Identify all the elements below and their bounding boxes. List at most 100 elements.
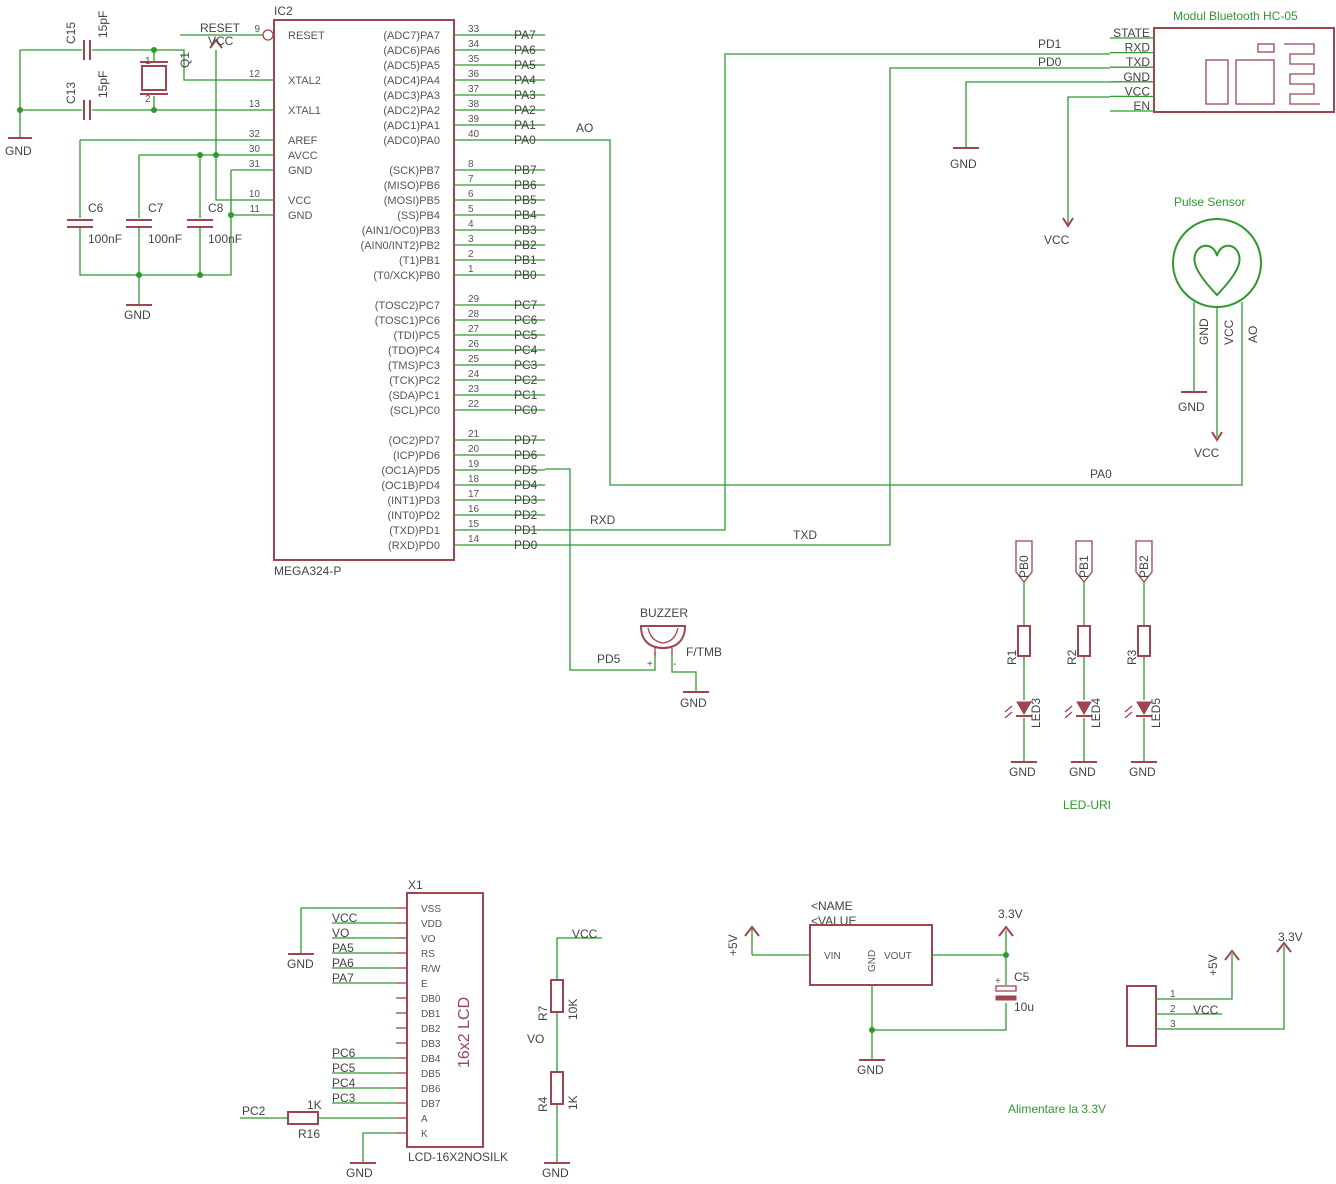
mcu-body xyxy=(273,19,455,561)
lcd-body xyxy=(406,892,484,1148)
c8-symbol xyxy=(187,219,213,228)
mcu-right-pin-num: 35 xyxy=(468,54,480,65)
lcd-pin-label: VSS xyxy=(421,904,441,915)
mcu-net-label: PB2 xyxy=(514,238,537,252)
mcu-right-pin-num: 33 xyxy=(468,24,480,35)
mcu-right-pin-name: (ICP)PD6 xyxy=(393,450,440,462)
bt-pin-label: TXD xyxy=(1126,55,1150,69)
pulse-sensor: Pulse Sensor GND VCC AO GND VCC xyxy=(1172,195,1262,460)
mcu-right-pin-name: (ADC1)PA1 xyxy=(383,120,440,132)
header-net-vcc: VCC xyxy=(1193,1003,1219,1017)
c8-value: 100nF xyxy=(208,232,242,246)
p5v-label: +5V xyxy=(1206,954,1220,976)
pd5-route xyxy=(545,468,656,671)
mcu-net-label: PA7 xyxy=(514,28,536,42)
lcd-body-label: 16x2 LCD xyxy=(456,997,473,1068)
lcd-pin-label: DB1 xyxy=(421,1009,441,1020)
port-flag xyxy=(1135,540,1153,584)
lcd-pin-label: DB7 xyxy=(421,1099,441,1110)
lcd-k-wire xyxy=(362,1132,396,1163)
aref-wire xyxy=(79,139,263,276)
led-port-label: PB0 xyxy=(1017,555,1031,578)
mcu-net-label: PA5 xyxy=(514,58,536,72)
mcu-left-pin-num: 9 xyxy=(254,24,260,35)
v33-label: 3.3V xyxy=(1278,930,1303,944)
c6-ref: C6 xyxy=(88,201,104,215)
r4-value: 1K xyxy=(566,1095,580,1110)
gnd-label: GND xyxy=(680,696,707,710)
c15-value: 15pF xyxy=(96,11,110,38)
lcd-pin-label: DB5 xyxy=(421,1069,441,1080)
mcu-left-pin-name: AVCC xyxy=(288,150,318,162)
header-pin-1: 1 xyxy=(1170,989,1176,1000)
bluetooth-title: Modul Bluetooth HC-05 xyxy=(1173,9,1298,23)
r4-symbol xyxy=(550,1071,564,1105)
led-symbol xyxy=(1016,701,1032,715)
v33-arrow xyxy=(998,925,1014,937)
decoupling-caps: C6 100nF C7 100nF C8 100nF GND xyxy=(67,139,263,322)
vcc-arrow xyxy=(1211,431,1223,442)
reg-pin-vout: VOUT xyxy=(884,951,912,962)
mcu-right-pin-num: 14 xyxy=(468,534,480,545)
lcd-pin-label: DB6 xyxy=(421,1084,441,1095)
mcu-right-pin-num: 38 xyxy=(468,99,480,110)
mcu-right-pin-name: (ADC0)PA0 xyxy=(383,135,440,147)
lcd-net-label: PA6 xyxy=(332,956,354,970)
bt-vcc-wire xyxy=(1067,96,1110,225)
led-port-label: PB2 xyxy=(1137,555,1151,578)
pulse-pin-vcc: VCC xyxy=(1222,319,1236,345)
bluetooth-body xyxy=(1153,27,1335,113)
mcu-right-pin-name: (MOSI)PB5 xyxy=(384,195,440,207)
mcu-net-label: PC3 xyxy=(514,358,538,372)
led-emission-arrows xyxy=(1004,705,1013,719)
mcu-right-pin-num: 39 xyxy=(468,114,480,125)
gnd-label: GND xyxy=(346,1166,373,1180)
lcd-net-label: PA7 xyxy=(332,971,354,985)
mcu-net-label: PD0 xyxy=(514,538,538,552)
pd0-label: PD0 xyxy=(1038,55,1062,69)
c15-ref: C15 xyxy=(64,22,78,44)
mcu-left-pin-name: XTAL2 xyxy=(288,75,321,87)
mcu-right-pin-name: (SCL)PC0 xyxy=(390,405,440,417)
mcu-right-pin-name: (SCK)PB7 xyxy=(389,165,440,177)
gnd-label: GND xyxy=(5,144,32,158)
resistor-ref: R1 xyxy=(1005,649,1019,665)
junction xyxy=(151,107,157,113)
buzzer-value: F/TMB xyxy=(686,645,722,659)
crystal-wires xyxy=(20,48,263,111)
led-symbol xyxy=(1076,701,1092,715)
pulse-pin-ao: AO xyxy=(1246,326,1260,343)
c13-value: 15pF xyxy=(96,71,110,98)
c6-value: 100nF xyxy=(88,232,122,246)
lcd-pin-label: VO xyxy=(421,934,436,945)
buzzer-ref: BUZZER xyxy=(640,606,688,620)
vo-divider: VCC R7 10K R4 1K VO GND xyxy=(527,927,602,1180)
mcu-net-label: PD7 xyxy=(514,433,538,447)
mcu-right-pin-name: (ADC7)PA7 xyxy=(383,30,440,42)
mcu-right-pin-name: (INT1)PD3 xyxy=(387,495,440,507)
gnd-label: GND xyxy=(1009,765,1036,779)
r16-value: 1K xyxy=(307,1098,322,1112)
reg-pin-gnd: GND xyxy=(867,950,878,972)
mcu-left-pin-num: 31 xyxy=(249,159,261,170)
mcu-net-label: PA4 xyxy=(514,73,536,87)
lcd-net-label: PC6 xyxy=(332,1046,356,1060)
svg-text:+: + xyxy=(995,976,1001,987)
mcu-net-label: PB4 xyxy=(514,208,537,222)
junction xyxy=(151,47,157,53)
lcd-value: LCD-16X2NOSILK xyxy=(408,1150,508,1164)
mcu-right-pin-num: 25 xyxy=(468,354,480,365)
led-ref: LED5 xyxy=(1149,698,1163,728)
mcu-right-pin-num: 28 xyxy=(468,309,480,320)
mcu-net-label: PA1 xyxy=(514,118,536,132)
mcu-net-label: PB5 xyxy=(514,193,537,207)
mcu-right-pin-name: (INT0)PD2 xyxy=(387,510,440,522)
rxd-label: RXD xyxy=(590,513,616,527)
mcu-right-pin-num: 6 xyxy=(468,189,474,200)
mcu-right-pin-num: 17 xyxy=(468,489,480,500)
mcu-right-pin-name: (AIN1/OC0)PB3 xyxy=(362,225,440,237)
led-symbol xyxy=(1136,701,1152,715)
reg-name: <NAME xyxy=(811,899,853,913)
mcu-net-label: PC6 xyxy=(514,313,538,327)
